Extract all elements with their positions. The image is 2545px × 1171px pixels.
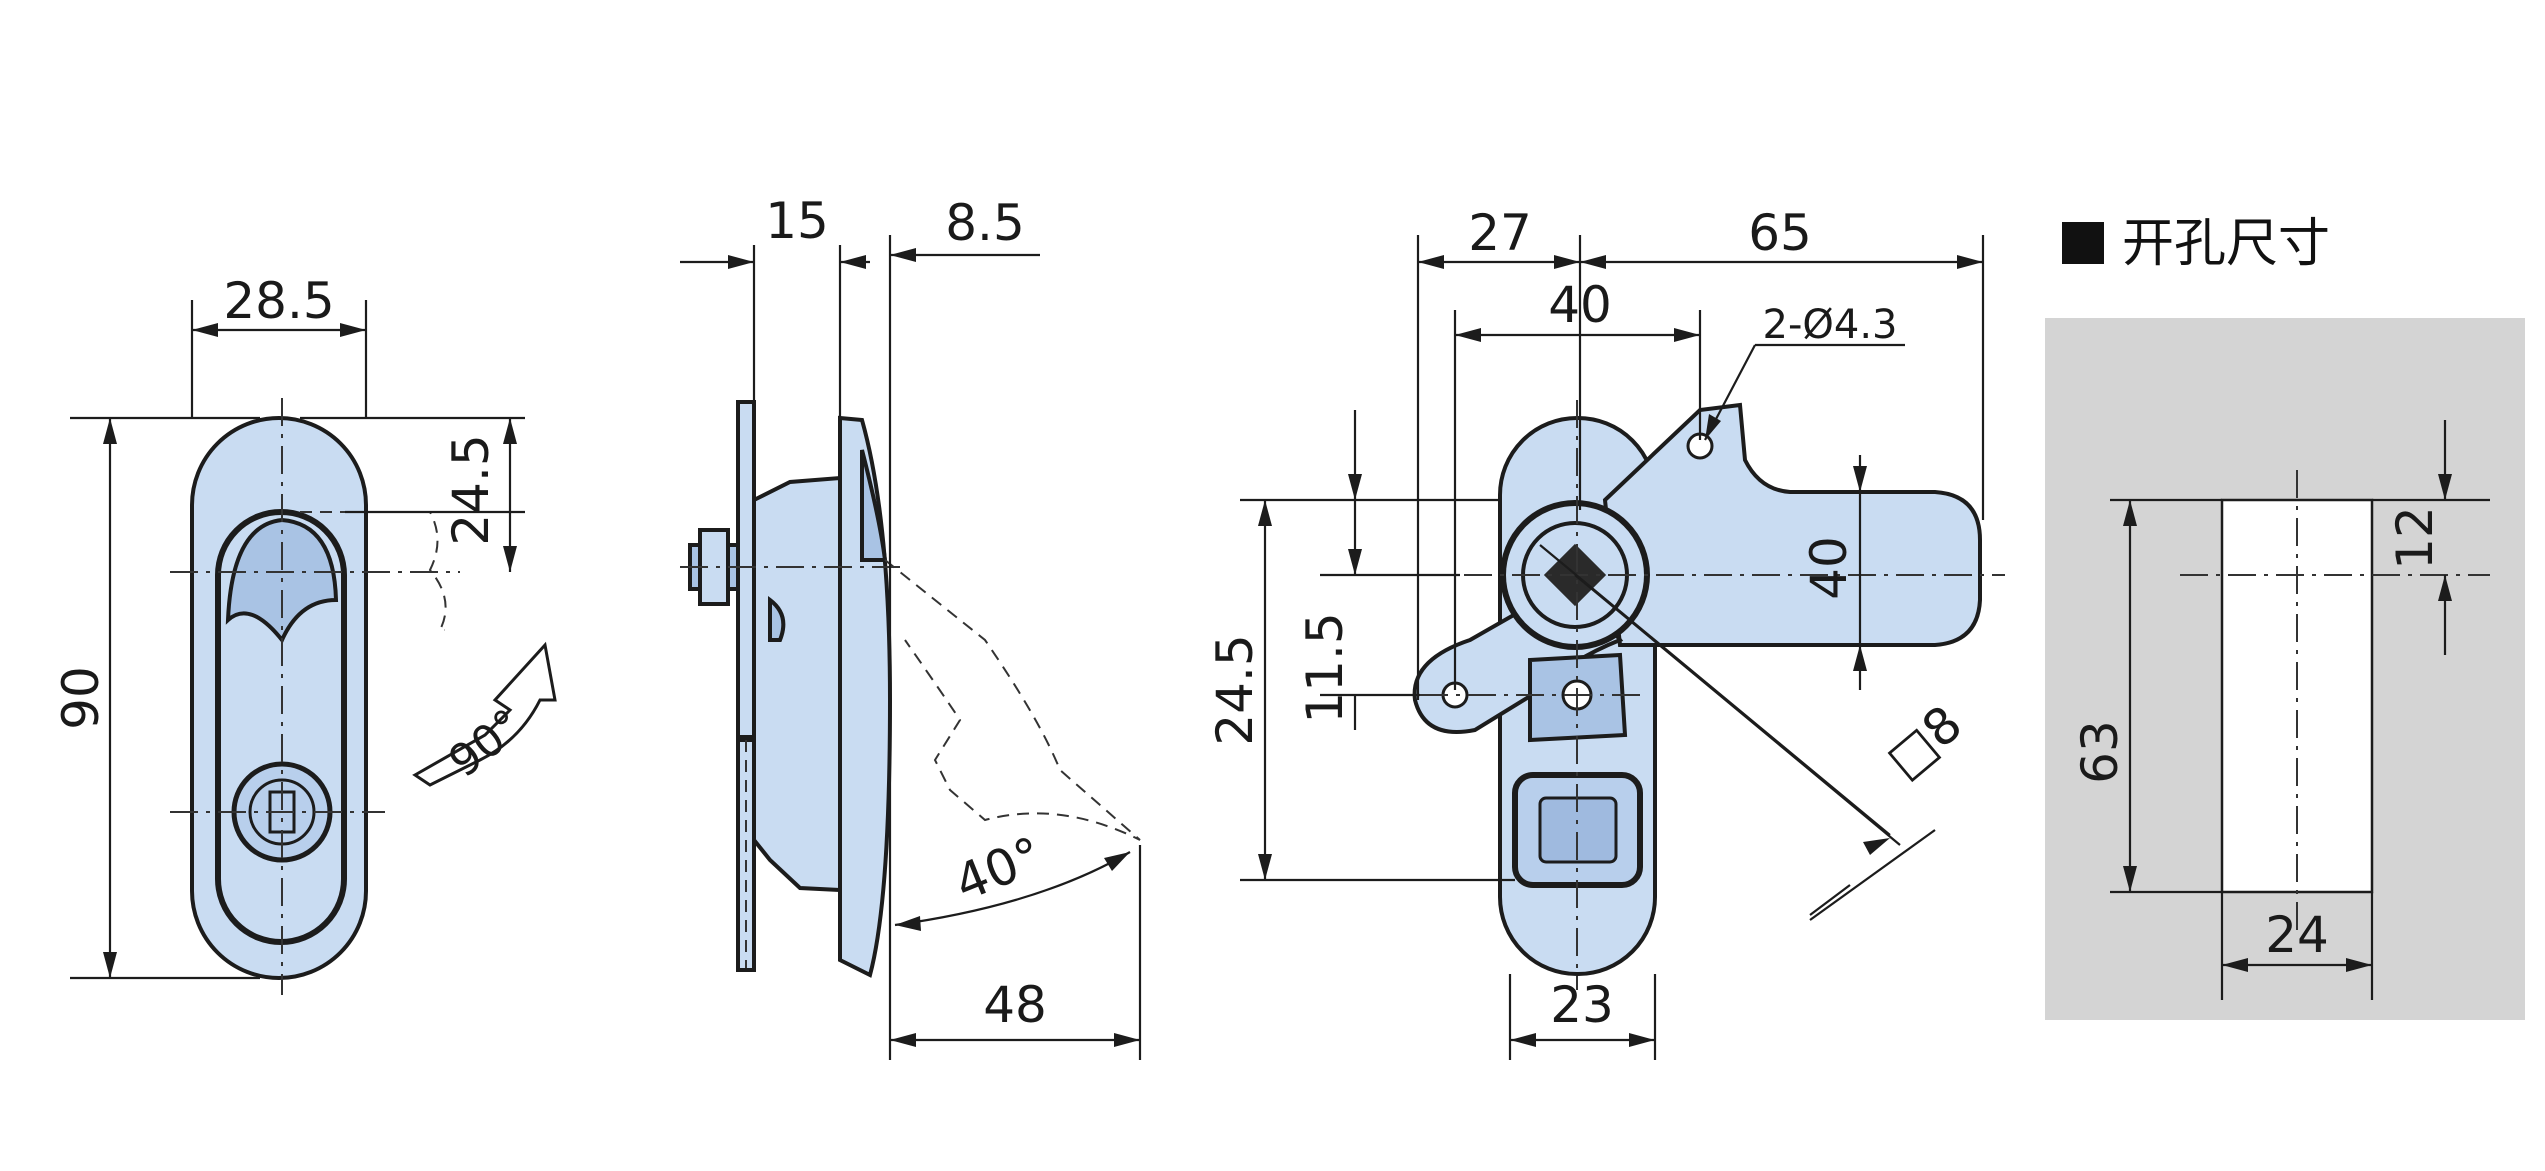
cutout-title-marker [2062,222,2104,264]
side-view: 15 8.5 40° 48 [680,192,1142,1060]
dim-rear-hole-spacing: 40 [1548,276,1612,334]
rear-view: 27 65 40 2-Ø4.3 40 24.5 [1206,204,2005,1060]
side-mount-plate [736,400,756,739]
dim-rear-top-right: 65 [1748,204,1812,262]
front-ghost-handle [300,511,447,631]
dim-cutout-width: 24 [2265,906,2329,964]
dim-front-height: 90 [52,666,110,730]
dim-rear-square: □8 [1875,694,1973,789]
dim-rear-holes: 2-Ø4.3 [1763,302,1898,348]
dim-rear-left-inner: 11.5 [1296,612,1354,723]
cutout-panel: 开孔尺寸 63 12 24 [2045,214,2525,1020]
dim-side-depth: 48 [983,976,1047,1034]
dim-cutout-offset: 12 [2386,506,2444,570]
rotation-arrow-icon [412,641,557,787]
side-swing-arc [894,851,1131,927]
dim-side-top-right: 8.5 [945,194,1025,252]
dim-side-top-left: 15 [765,192,829,250]
front-view: 28.5 90 24.5 90° [52,272,557,995]
dim-rear-top-left: 27 [1468,204,1532,262]
dim-rear-bottom: 23 [1550,976,1614,1034]
side-backplate [736,738,756,972]
side-ghost-handle [884,559,1141,841]
dim-rear-left-outer: 24.5 [1206,634,1264,745]
dim-side-angle: 40° [947,826,1051,913]
side-handle [860,449,888,562]
dim-front-width: 28.5 [223,272,334,330]
side-housing-notch [768,595,786,642]
dim-rear-cam-height: 40 [1800,536,1858,600]
side-housing [752,475,842,893]
dim-cutout-height: 63 [2071,720,2129,784]
dim-front-offset: 24.5 [442,434,500,545]
rear-cam-arm [1602,402,1982,647]
cutout-title: 开孔尺寸 [2122,214,2330,274]
